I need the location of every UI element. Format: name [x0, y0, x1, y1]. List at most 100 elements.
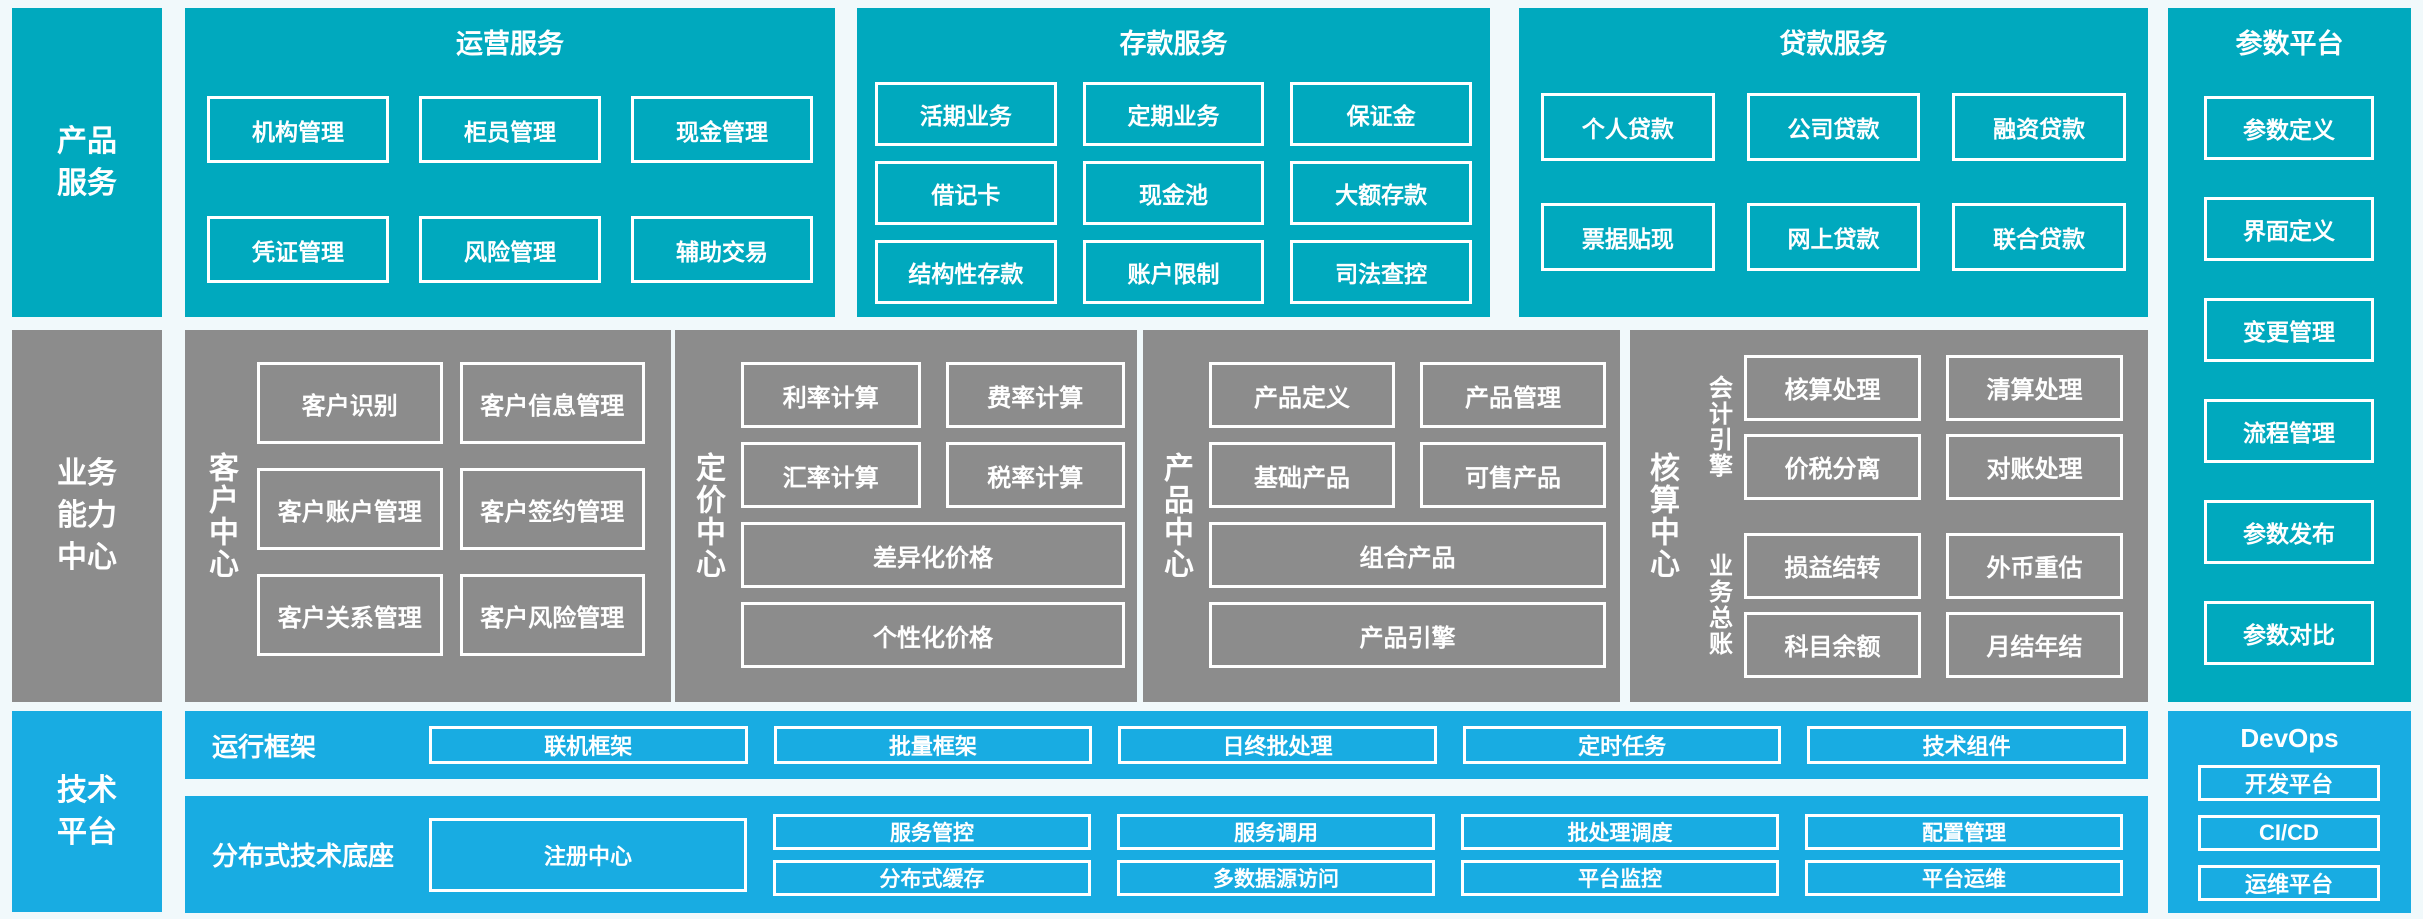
box-sellable-product: 可售产品 [1420, 442, 1606, 508]
section-customer-center: 客户中心 客户识别 客户信息管理 客户账户管理 客户签约管理 客户关系管理 客户… [185, 330, 671, 702]
pricing-center-grid: 利率计算 费率计算 汇率计算 税率计算 差异化价格 个性化价格 [741, 362, 1125, 668]
deposit-grid: 活期业务 定期业务 保证金 借记卡 现金池 大额存款 结构性存款 账户限制 司法… [875, 82, 1472, 304]
accounting-center-label: 核算中心 [1645, 452, 1678, 580]
section-pricing-center: 定价中心 利率计算 费率计算 汇率计算 税率计算 差异化价格 个性化价格 [675, 330, 1137, 702]
box-debit-card: 借记卡 [875, 161, 1057, 225]
section-product-center: 产品中心 产品定义 产品管理 基础产品 可售产品 组合产品 产品引擎 [1143, 330, 1620, 702]
box-subject-balance: 科目余额 [1744, 611, 1921, 678]
box-distributed-cache: 分布式缓存 [773, 859, 1091, 896]
section-loan-services: 贷款服务 个人贷款 公司贷款 融资贷款 票据贴现 网上贷款 联合贷款 [1519, 8, 2148, 317]
box-term-business: 定期业务 [1082, 82, 1265, 146]
box-judicial-control: 司法查控 [1290, 240, 1472, 304]
accounting-engine-label: 会计引擎 [1704, 375, 1732, 479]
box-basic-product: 基础产品 [1209, 442, 1395, 508]
section-devops: DevOps 开发平台 CI/CD 运维平台 [2168, 711, 2411, 913]
parameter-platform-title: 参数平台 [2235, 29, 2344, 59]
box-financing-loan: 融资贷款 [1952, 93, 2126, 161]
box-reconciliation-processing: 对账处理 [1946, 433, 2123, 500]
row-label-product-services: 产品服务 [12, 8, 162, 317]
customer-center-grid: 客户识别 客户信息管理 客户账户管理 客户签约管理 客户关系管理 客户风险管理 [257, 362, 645, 656]
section-deposit-services: 存款服务 活期业务 定期业务 保证金 借记卡 现金池 大额存款 结构性存款 账户… [857, 8, 1490, 317]
box-multi-datasource-access: 多数据源访问 [1117, 859, 1435, 896]
operations-title: 运营服务 [456, 29, 564, 59]
box-scheduled-tasks: 定时任务 [1462, 726, 1782, 764]
runtime-framework-boxes: 联机框架 批量框架 日终批处理 定时任务 技术组件 [429, 726, 2148, 764]
deposit-title: 存款服务 [1119, 29, 1228, 59]
box-customer-identification: 客户识别 [257, 362, 443, 444]
box-fee-rate-calc: 费率计算 [945, 362, 1125, 428]
box-large-deposit: 大额存款 [1290, 161, 1472, 225]
product-center-grid: 产品定义 产品管理 基础产品 可售产品 组合产品 产品引擎 [1209, 362, 1606, 668]
box-structured-deposit: 结构性存款 [875, 240, 1057, 304]
pricing-center-label: 定价中心 [691, 452, 724, 580]
box-accounting-processing: 核算处理 [1744, 354, 1921, 421]
box-customer-contract-management: 客户签约管理 [459, 468, 645, 550]
box-interest-rate-calc: 利率计算 [741, 362, 921, 428]
box-registry-center: 注册中心 [429, 817, 747, 892]
pair-service-governance: 服务管控 分布式缓存 [773, 813, 1091, 896]
distributed-base-label: 分布式技术底座 [212, 841, 395, 871]
box-interface-definition: 界面定义 [2204, 197, 2374, 261]
box-service-governance: 服务管控 [773, 813, 1091, 850]
box-product-engine: 产品引擎 [1209, 602, 1606, 668]
box-config-management: 配置管理 [1805, 813, 2123, 850]
box-online-loan: 网上贷款 [1746, 203, 1921, 271]
box-customer-relation-management: 客户关系管理 [257, 574, 443, 656]
box-cash-pool: 现金池 [1082, 161, 1265, 225]
box-differentiated-pricing: 差异化价格 [741, 522, 1125, 588]
accounting-engine-grid: 核算处理 清算处理 价税分离 对账处理 [1744, 354, 2123, 500]
box-bill-discount: 票据贴现 [1541, 203, 1715, 271]
box-joint-loan: 联合贷款 [1952, 203, 2126, 271]
distributed-base-pairs: 服务管控 分布式缓存 服务调用 多数据源访问 批处理调度 平台监控 配置管理 平… [773, 813, 2148, 896]
box-margin-deposit: 保证金 [1290, 82, 1472, 146]
box-product-definition: 产品定义 [1209, 362, 1395, 428]
box-tax-rate-calc: 税率计算 [945, 442, 1125, 508]
box-voucher-management: 凭证管理 [207, 216, 389, 283]
row-label-business-capability: 业务能力中心 [12, 330, 162, 702]
loan-title: 贷款服务 [1779, 29, 1888, 59]
box-eod-batch-processing: 日终批处理 [1118, 726, 1437, 764]
box-process-management: 流程管理 [2204, 399, 2374, 463]
box-ci-cd: CI/CD [2198, 815, 2380, 851]
box-ops-platform: 运维平台 [2198, 865, 2380, 901]
box-fx-revaluation: 外币重估 [1946, 532, 2123, 599]
section-operations-services: 运营服务 机构管理 柜员管理 现金管理 凭证管理 风险管理 辅助交易 [185, 8, 835, 317]
box-tech-components: 技术组件 [1807, 726, 2126, 764]
box-platform-ops: 平台运维 [1805, 859, 2123, 896]
box-online-framework: 联机框架 [429, 726, 748, 764]
box-platform-monitoring: 平台监控 [1461, 859, 1779, 896]
accounting-groups: 会计引擎 核算处理 清算处理 价税分离 对账处理 业务总账 损益结转 外币重估 … [1692, 330, 2123, 702]
box-pnl-carryover: 损益结转 [1744, 532, 1921, 599]
box-auxiliary-transaction: 辅助交易 [631, 216, 813, 283]
pair-service-invocation: 服务调用 多数据源访问 [1117, 813, 1435, 896]
box-personalized-pricing: 个性化价格 [741, 602, 1125, 668]
runtime-framework-label: 运行框架 [212, 731, 317, 762]
box-batch-scheduling: 批处理调度 [1461, 813, 1779, 850]
section-runtime-framework: 运行框架 联机框架 批量框架 日终批处理 定时任务 技术组件 [185, 711, 2148, 779]
box-month-year-end: 月结年结 [1946, 611, 2123, 678]
box-dev-platform: 开发平台 [2198, 765, 2380, 801]
row-label-tech-platform-text: 技术平台 [57, 773, 117, 849]
box-parameter-compare: 参数对比 [2204, 601, 2374, 665]
box-teller-management: 柜员管理 [419, 96, 601, 163]
business-ledger-group: 业务总账 损益结转 外币重估 科目余额 月结年结 [1692, 530, 2123, 680]
loan-grid: 个人贷款 公司贷款 融资贷款 票据贴现 网上贷款 联合贷款 [1541, 93, 2126, 271]
pair-batch-scheduling: 批处理调度 平台监控 [1461, 813, 1779, 896]
box-composite-product: 组合产品 [1209, 522, 1606, 588]
box-exchange-rate-calc: 汇率计算 [741, 442, 921, 508]
box-price-tax-separation: 价税分离 [1744, 433, 1921, 500]
box-batch-framework: 批量框架 [773, 726, 1093, 764]
box-customer-info-management: 客户信息管理 [459, 362, 645, 444]
box-product-management: 产品管理 [1420, 362, 1606, 428]
box-change-management: 变更管理 [2204, 298, 2374, 362]
customer-center-label: 客户中心 [204, 452, 237, 580]
box-corporate-loan: 公司贷款 [1746, 93, 1921, 161]
business-ledger-grid: 损益结转 外币重估 科目余额 月结年结 [1744, 532, 2123, 678]
business-ledger-label: 业务总账 [1704, 553, 1732, 657]
section-accounting-center: 核算中心 会计引擎 核算处理 清算处理 价税分离 对账处理 业务总账 损益结转 … [1630, 330, 2148, 702]
product-center-label: 产品中心 [1159, 452, 1192, 580]
operations-grid: 机构管理 柜员管理 现金管理 凭证管理 风险管理 辅助交易 [207, 96, 813, 283]
row-label-business-capability-text: 业务能力中心 [57, 457, 117, 574]
row-label-tech-platform: 技术平台 [12, 711, 162, 912]
pair-config-management: 配置管理 平台运维 [1805, 813, 2123, 896]
